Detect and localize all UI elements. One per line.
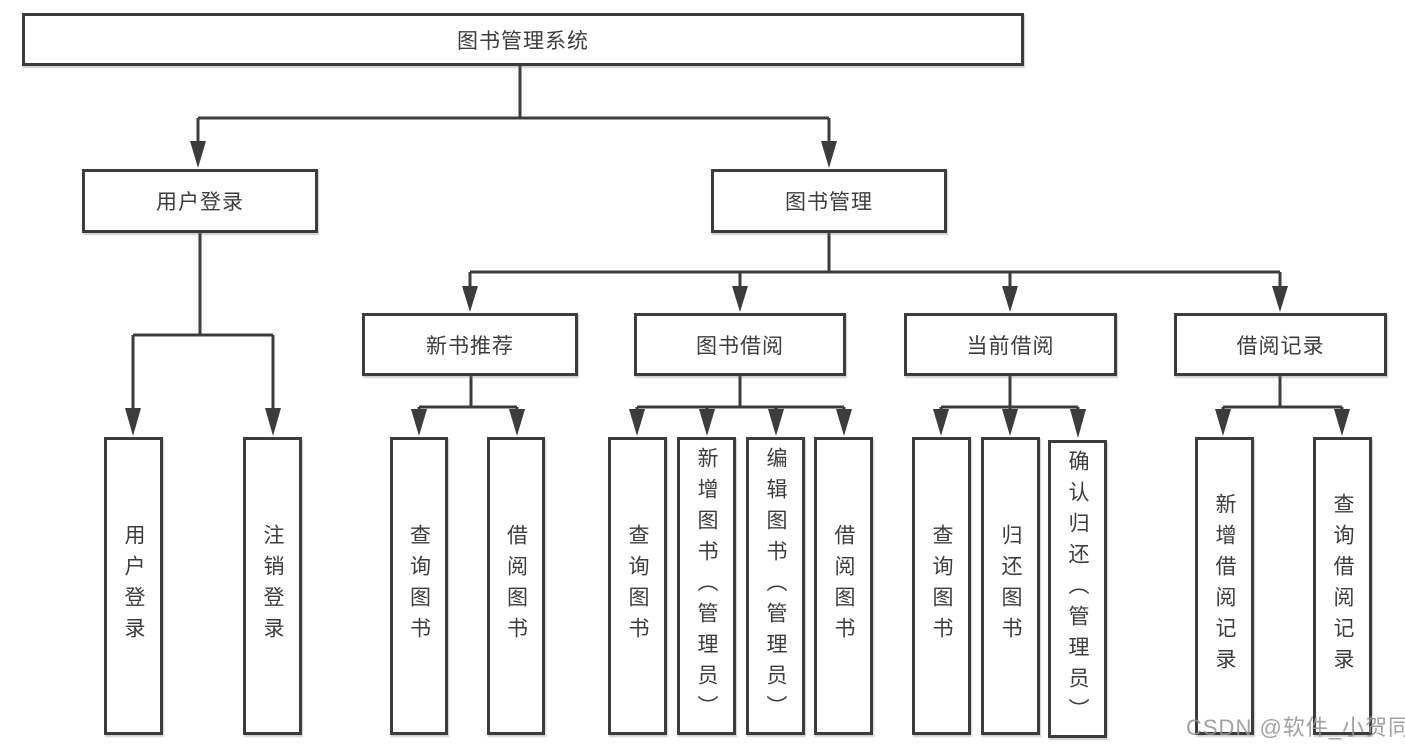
leaf-borrow-query-books: 查询图书	[608, 437, 667, 735]
leaf-add-borrow-record: 新增借阅记录	[1195, 437, 1254, 735]
leaf-confirm-return-admin-label: 确认归还（管理员）	[1066, 449, 1089, 729]
node-borrow-records-label: 借阅记录	[1236, 334, 1325, 358]
node-root-system-label: 图书管理系统	[457, 29, 589, 53]
leaf-add-books-admin-label: 新增图书（管理员）	[695, 446, 718, 726]
leaf-recommend-borrow-books-label: 借阅图书	[504, 524, 528, 648]
node-book-borrow: 图书借阅	[634, 313, 846, 376]
node-current-borrow: 当前借阅	[904, 313, 1117, 376]
node-book-borrow-label: 图书借阅	[696, 334, 784, 358]
leaf-user-login: 用户登录	[104, 437, 163, 735]
leaf-borrow-query-books-label: 查询图书	[626, 524, 649, 648]
leaf-current-query-books: 查询图书	[912, 437, 971, 735]
leaf-return-books: 归还图书	[981, 437, 1040, 735]
node-book-management: 图书管理	[711, 169, 947, 233]
leaf-edit-books-admin-label: 编辑图书（管理员）	[764, 446, 787, 726]
leaf-borrow-books: 借阅图书	[814, 437, 873, 735]
leaf-recommend-query-books: 查询图书	[390, 437, 448, 735]
node-new-book-recommend-label: 新书推荐	[426, 334, 514, 358]
leaf-query-borrow-record: 查询借阅记录	[1313, 437, 1372, 735]
leaf-logout: 注销登录	[243, 437, 302, 735]
leaf-recommend-query-books-label: 查询图书	[407, 524, 431, 648]
node-user-login-label: 用户登录	[156, 191, 244, 214]
watermark: CSDN @软件_小贺同学	[1186, 715, 1405, 740]
leaf-edit-books-admin: 编辑图书（管理员）	[746, 437, 805, 735]
leaf-recommend-borrow-books: 借阅图书	[487, 437, 545, 735]
leaf-current-query-books-label: 查询图书	[930, 524, 953, 648]
leaf-user-login-label: 用户登录	[122, 524, 145, 648]
node-new-book-recommend: 新书推荐	[362, 313, 578, 376]
node-book-management-label: 图书管理	[785, 191, 873, 214]
leaf-add-borrow-record-label: 新增借阅记录	[1213, 493, 1236, 679]
node-current-borrow-label: 当前借阅	[966, 334, 1055, 358]
leaf-confirm-return-admin: 确认归还（管理员）	[1048, 440, 1107, 738]
leaf-query-borrow-record-label: 查询借阅记录	[1331, 493, 1354, 679]
node-root-system: 图书管理系统	[22, 13, 1024, 66]
leaf-add-books-admin: 新增图书（管理员）	[677, 437, 736, 735]
leaf-borrow-books-label: 借阅图书	[832, 524, 855, 648]
node-borrow-records: 借阅记录	[1174, 313, 1387, 376]
leaf-return-books-label: 归还图书	[999, 524, 1022, 648]
leaf-logout-label: 注销登录	[261, 524, 284, 648]
node-user-login: 用户登录	[82, 169, 318, 233]
